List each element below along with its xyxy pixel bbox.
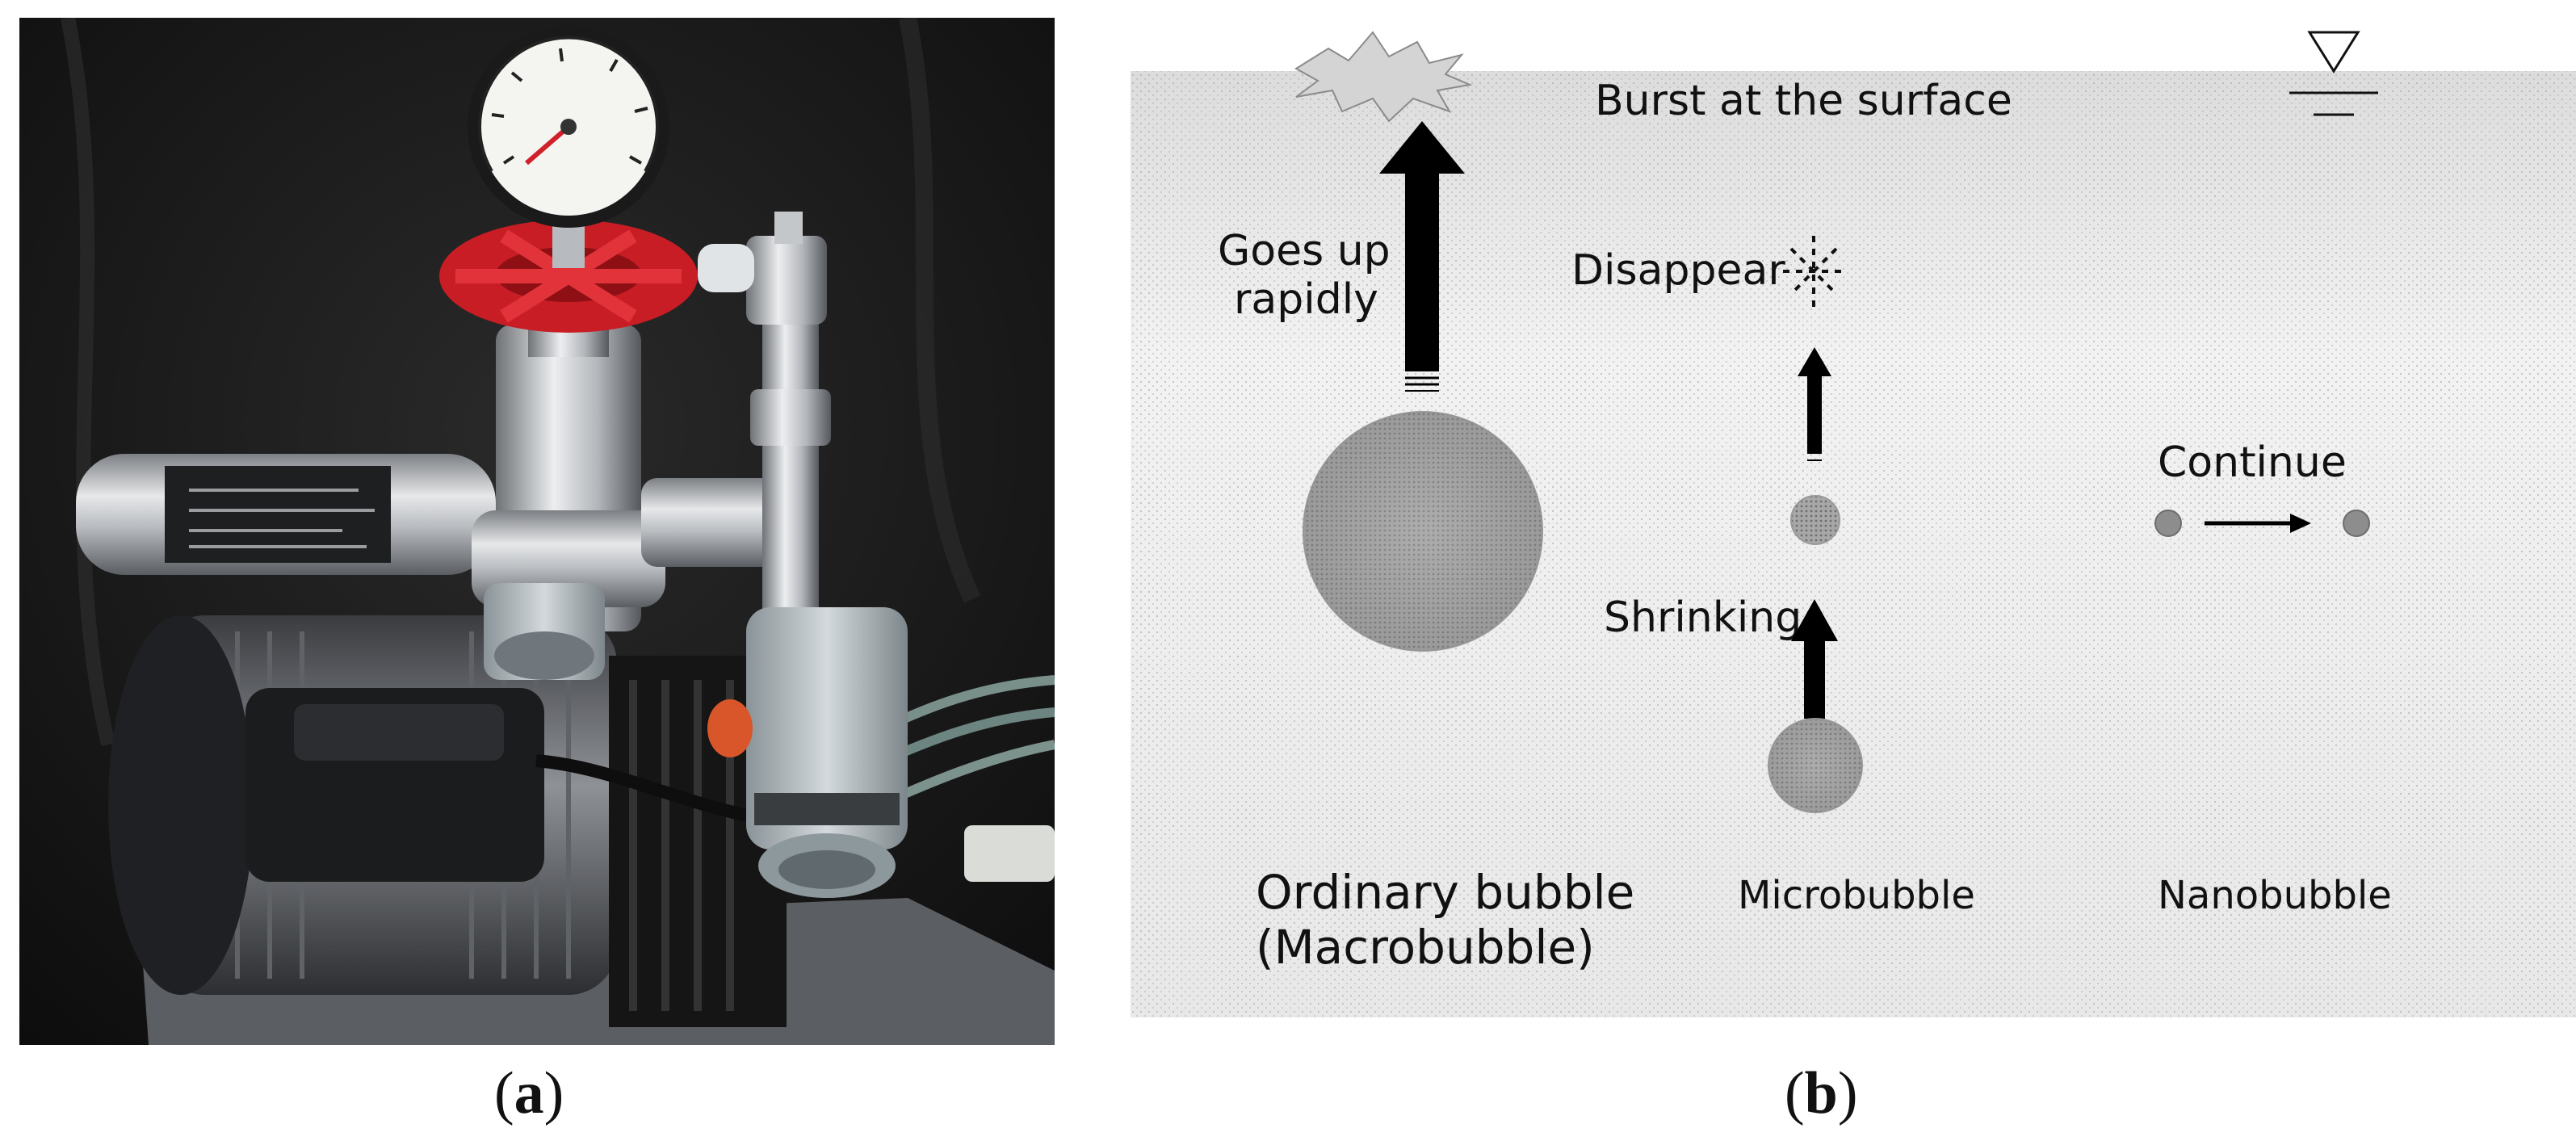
shrinking-label: Shrinking [1604, 594, 1802, 642]
motor-endcap [108, 615, 254, 995]
microbubble-label: Microbubble [1738, 873, 1975, 918]
handwheel-spokes [455, 229, 682, 323]
gauge-scale [478, 36, 659, 173]
panel-label-a: (a) [494, 1060, 564, 1126]
microbubble-shrink-arrow [1791, 599, 1838, 726]
air-valve-cap [774, 212, 803, 244]
orange-cap [707, 699, 753, 757]
water-level-symbol [2289, 31, 2378, 116]
macrobubble-rise-arrow [1379, 121, 1465, 392]
panel-label-b: (b) [1785, 1060, 1858, 1126]
air-valve [746, 236, 827, 325]
terminal-lid [294, 704, 504, 761]
burst-label: Burst at the surface [1595, 77, 2012, 125]
pump-photo [19, 18, 1055, 1045]
cloth-fold [899, 18, 981, 603]
disappear-icon [1783, 236, 1844, 307]
macrobubble-shade [1303, 412, 1542, 651]
connector [964, 825, 1055, 882]
sensor-label-lines [189, 489, 375, 548]
macrobubble-label-line2: (Macrobubble) [1256, 920, 1595, 975]
microbubble-shade [1768, 719, 1862, 812]
burst-icon [1294, 31, 1473, 123]
microbubble-small [1790, 495, 1840, 545]
disappear-label: Disappear [1571, 246, 1785, 295]
nanobubble-start [2154, 510, 2182, 537]
nanobubble-end [2343, 510, 2370, 537]
inlet-opening-inner [778, 850, 875, 889]
continue-label: Continue [2158, 438, 2347, 487]
inlet-ring [754, 793, 900, 825]
outlet-opening [494, 631, 594, 680]
cloth-fold [61, 18, 115, 747]
pipe-fitting [750, 389, 831, 446]
gauge-ticks [491, 48, 648, 165]
inlet-fitting [746, 607, 908, 849]
nanobubble-continue-arrow [2205, 514, 2311, 533]
gauge-needle [525, 124, 570, 166]
goes-up-label-line1: Goes up [1218, 227, 1391, 275]
gauge-hub [560, 119, 577, 135]
goes-up-label-line2: rapidly [1234, 275, 1378, 324]
macrobubble-label-line1: Ordinary bubble [1256, 865, 1634, 920]
air-valve-nozzle [698, 244, 754, 292]
nanobubble-label: Nanobubble [2158, 873, 2392, 918]
bubble-diagram: Burst at the surface Goes up rapidly Dis… [1131, 31, 2576, 1017]
microbubble-rise-arrow-upper [1798, 347, 1831, 461]
